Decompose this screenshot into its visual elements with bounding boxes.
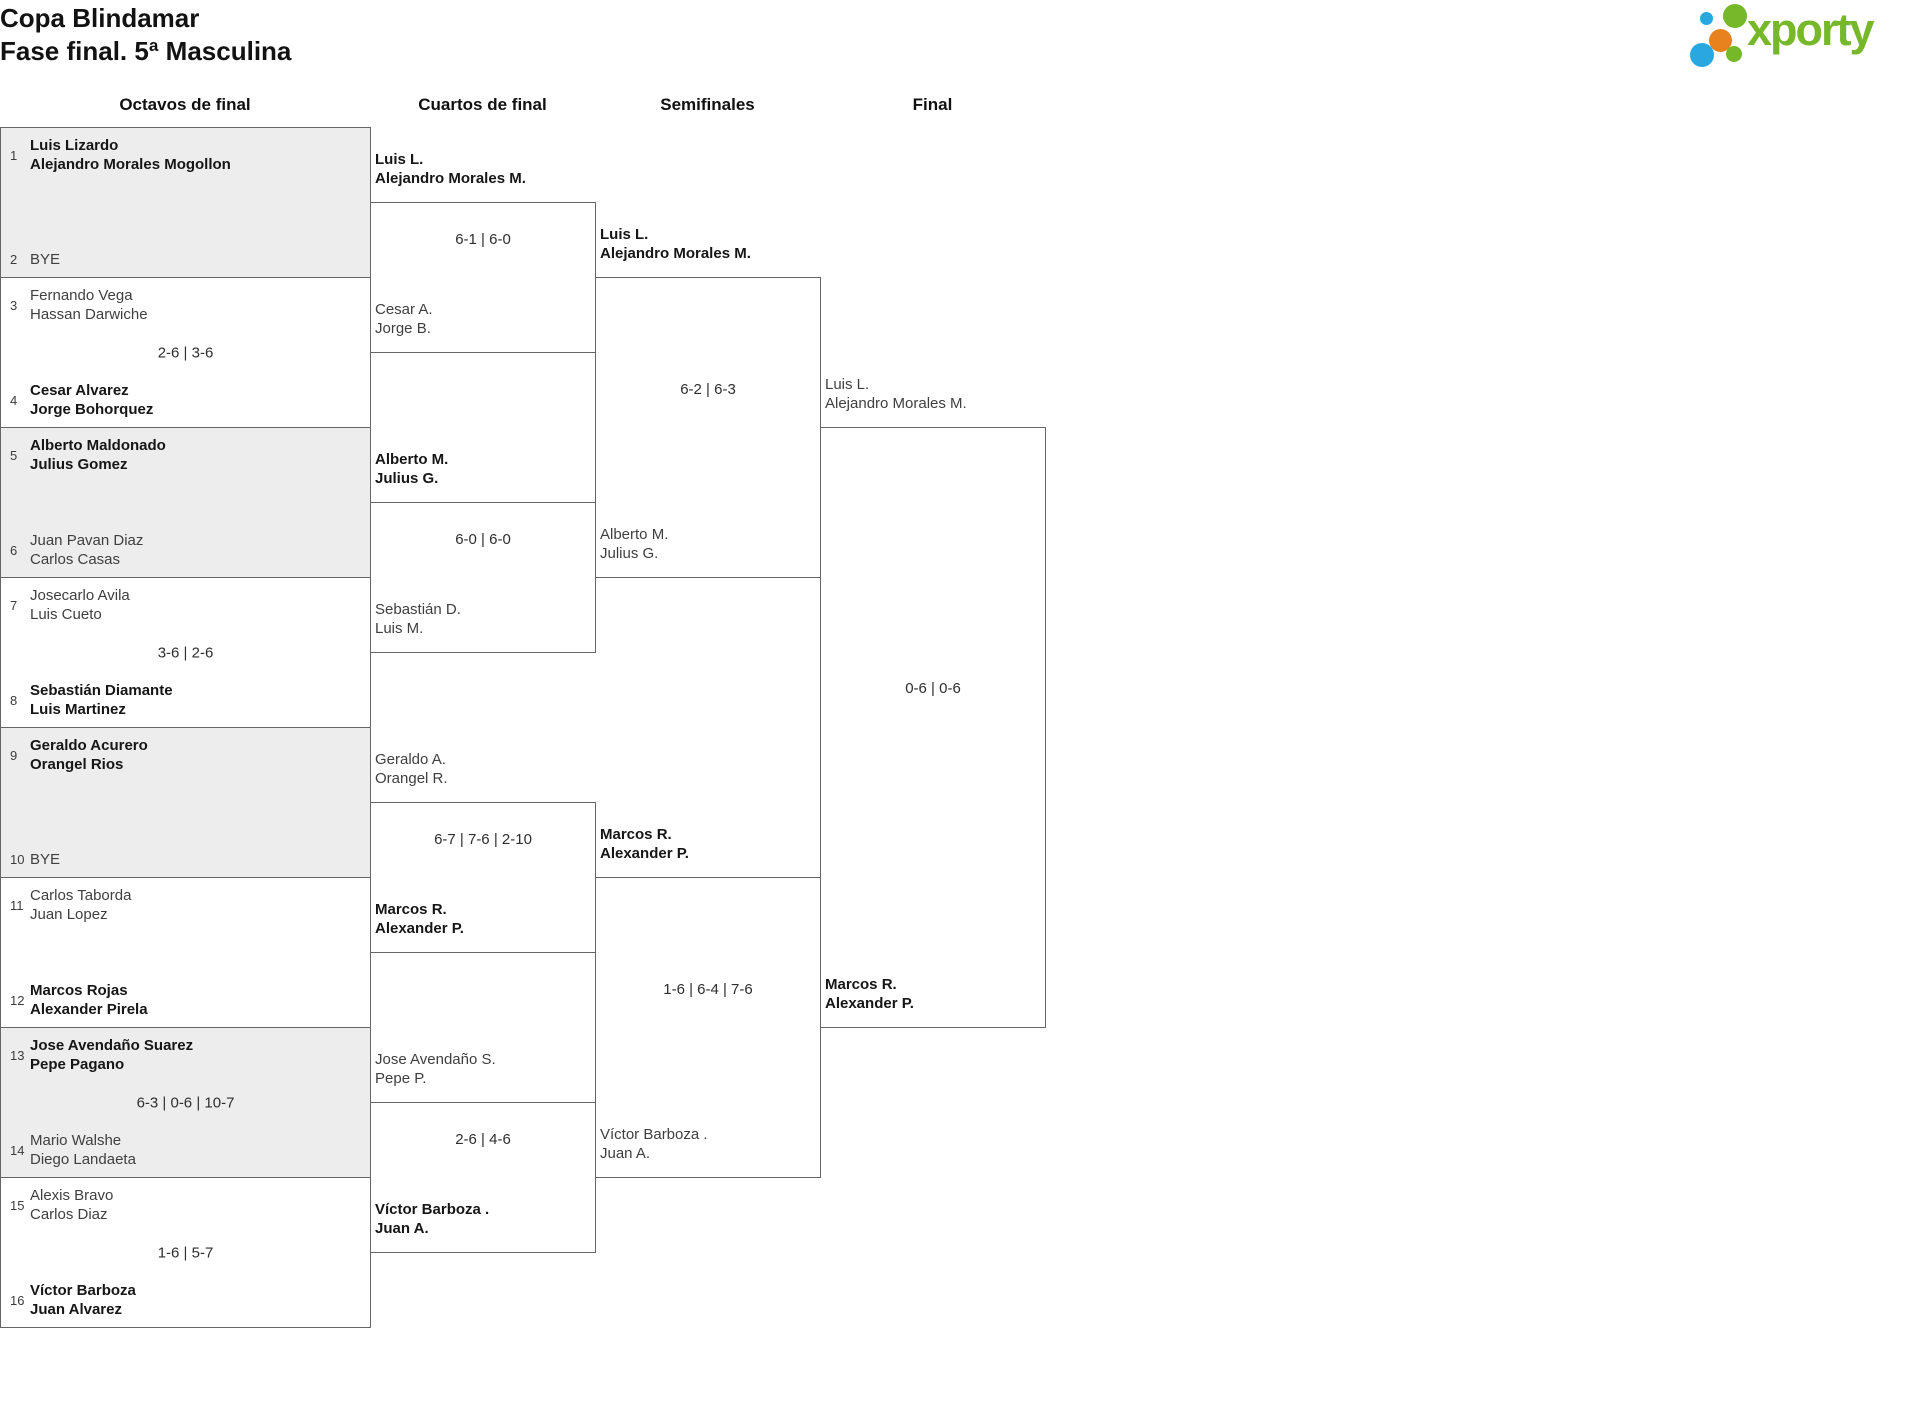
- match-score: 1-6 | 6-4 | 7-6: [663, 981, 753, 998]
- page-title: Copa Blindamar Fase final. 5ª Masculina: [0, 2, 291, 68]
- cuartos-3-team-a: Geraldo A.Orangel R.: [375, 751, 448, 787]
- team-slot-10: 10 BYE: [1, 850, 364, 869]
- seed-number: 11: [10, 897, 24, 913]
- xporty-logo[interactable]: xporty: [1685, 0, 1920, 75]
- match-score: 1-6 | 5-7: [157, 1244, 214, 1261]
- seed-number: 1: [10, 147, 18, 163]
- seed-number: 10: [10, 852, 25, 867]
- match-score: 6-0 | 6-0: [455, 531, 511, 548]
- seed-number: 16: [10, 1292, 25, 1308]
- final-team-b: Marcos R.Alexander P.: [825, 976, 914, 1012]
- seed-number: 7: [10, 597, 18, 613]
- cuartos-2-team-b: Sebastián D.Luis M.: [375, 601, 461, 637]
- match-score: 6-2 | 6-3: [680, 381, 736, 398]
- seed-number: 8: [10, 692, 18, 708]
- seed-number: 13: [10, 1047, 25, 1063]
- logo-dot-green-small: [1726, 46, 1742, 62]
- semifinal-1-team-a: Luis L.Alejandro Morales M.: [600, 226, 751, 262]
- cuartos-1-team-b: Cesar A.Jorge B.: [375, 301, 433, 337]
- logo-dot-green-large: [1723, 4, 1747, 28]
- cuartos-3-team-b: Marcos R.Alexander P.: [375, 901, 464, 937]
- round-header-octavos: Octavos de final: [119, 95, 251, 114]
- cuartos-1-team-a: Luis L.Alejandro Morales M.: [375, 151, 526, 187]
- logo-dot-orange: [1709, 29, 1732, 52]
- match-score: 6-3 | 0-6 | 10-7: [136, 1094, 235, 1111]
- tournament-name: Copa Blindamar: [0, 3, 200, 33]
- seed-number: 9: [10, 747, 18, 763]
- round-header-cuartos: Cuartos de final: [418, 95, 547, 114]
- seed-number: 2: [10, 252, 18, 267]
- seed-number: 5: [10, 447, 18, 463]
- seed-number: 15: [10, 1197, 25, 1213]
- team-name: BYE: [30, 851, 61, 868]
- team-name: BYE: [30, 251, 61, 268]
- logo-wordmark: xporty: [1747, 4, 1875, 55]
- match-score: 0-6 | 0-6: [905, 680, 961, 697]
- cuartos-2-team-a: Alberto M.Julius G.: [375, 451, 449, 487]
- final-match-box[interactable]: 0-6 | 0-6: [820, 427, 1046, 1028]
- match-score: 6-1 | 6-0: [455, 231, 511, 248]
- logo-dot-blue-large: [1690, 43, 1714, 67]
- tournament-phase: Fase final. 5ª Masculina: [0, 36, 292, 66]
- semifinal-2-team-a: Marcos R.Alexander P.: [600, 826, 689, 862]
- seed-number: 12: [10, 992, 25, 1008]
- match-score: 3-6 | 2-6: [157, 644, 214, 661]
- seed-number: 4: [10, 392, 18, 408]
- match-score: 2-6 | 3-6: [157, 344, 214, 361]
- final-team-a: Luis L.Alejandro Morales M.: [825, 376, 967, 412]
- cuartos-4-team-a: Jose Avendaño S.Pepe P.: [375, 1051, 496, 1087]
- match-score: 6-7 | 7-6 | 2-10: [434, 831, 532, 848]
- round-header-final: Final: [912, 95, 953, 114]
- cuartos-4-team-b: Víctor Barboza .Juan A.: [375, 1201, 490, 1237]
- match-score: 2-6 | 4-6: [455, 1131, 511, 1148]
- round-header-semifinales: Semifinales: [660, 95, 755, 114]
- semifinal-1-team-b: Alberto M.Julius G.: [600, 526, 669, 562]
- semifinal-2-team-b: Víctor Barboza .Juan A.: [600, 1126, 708, 1162]
- logo-dot-blue-small: [1700, 12, 1713, 25]
- seed-number: 14: [10, 1142, 25, 1158]
- seed-number: 3: [10, 297, 18, 313]
- team-slot-2: 2 BYE: [1, 250, 364, 269]
- seed-number: 6: [10, 542, 18, 558]
